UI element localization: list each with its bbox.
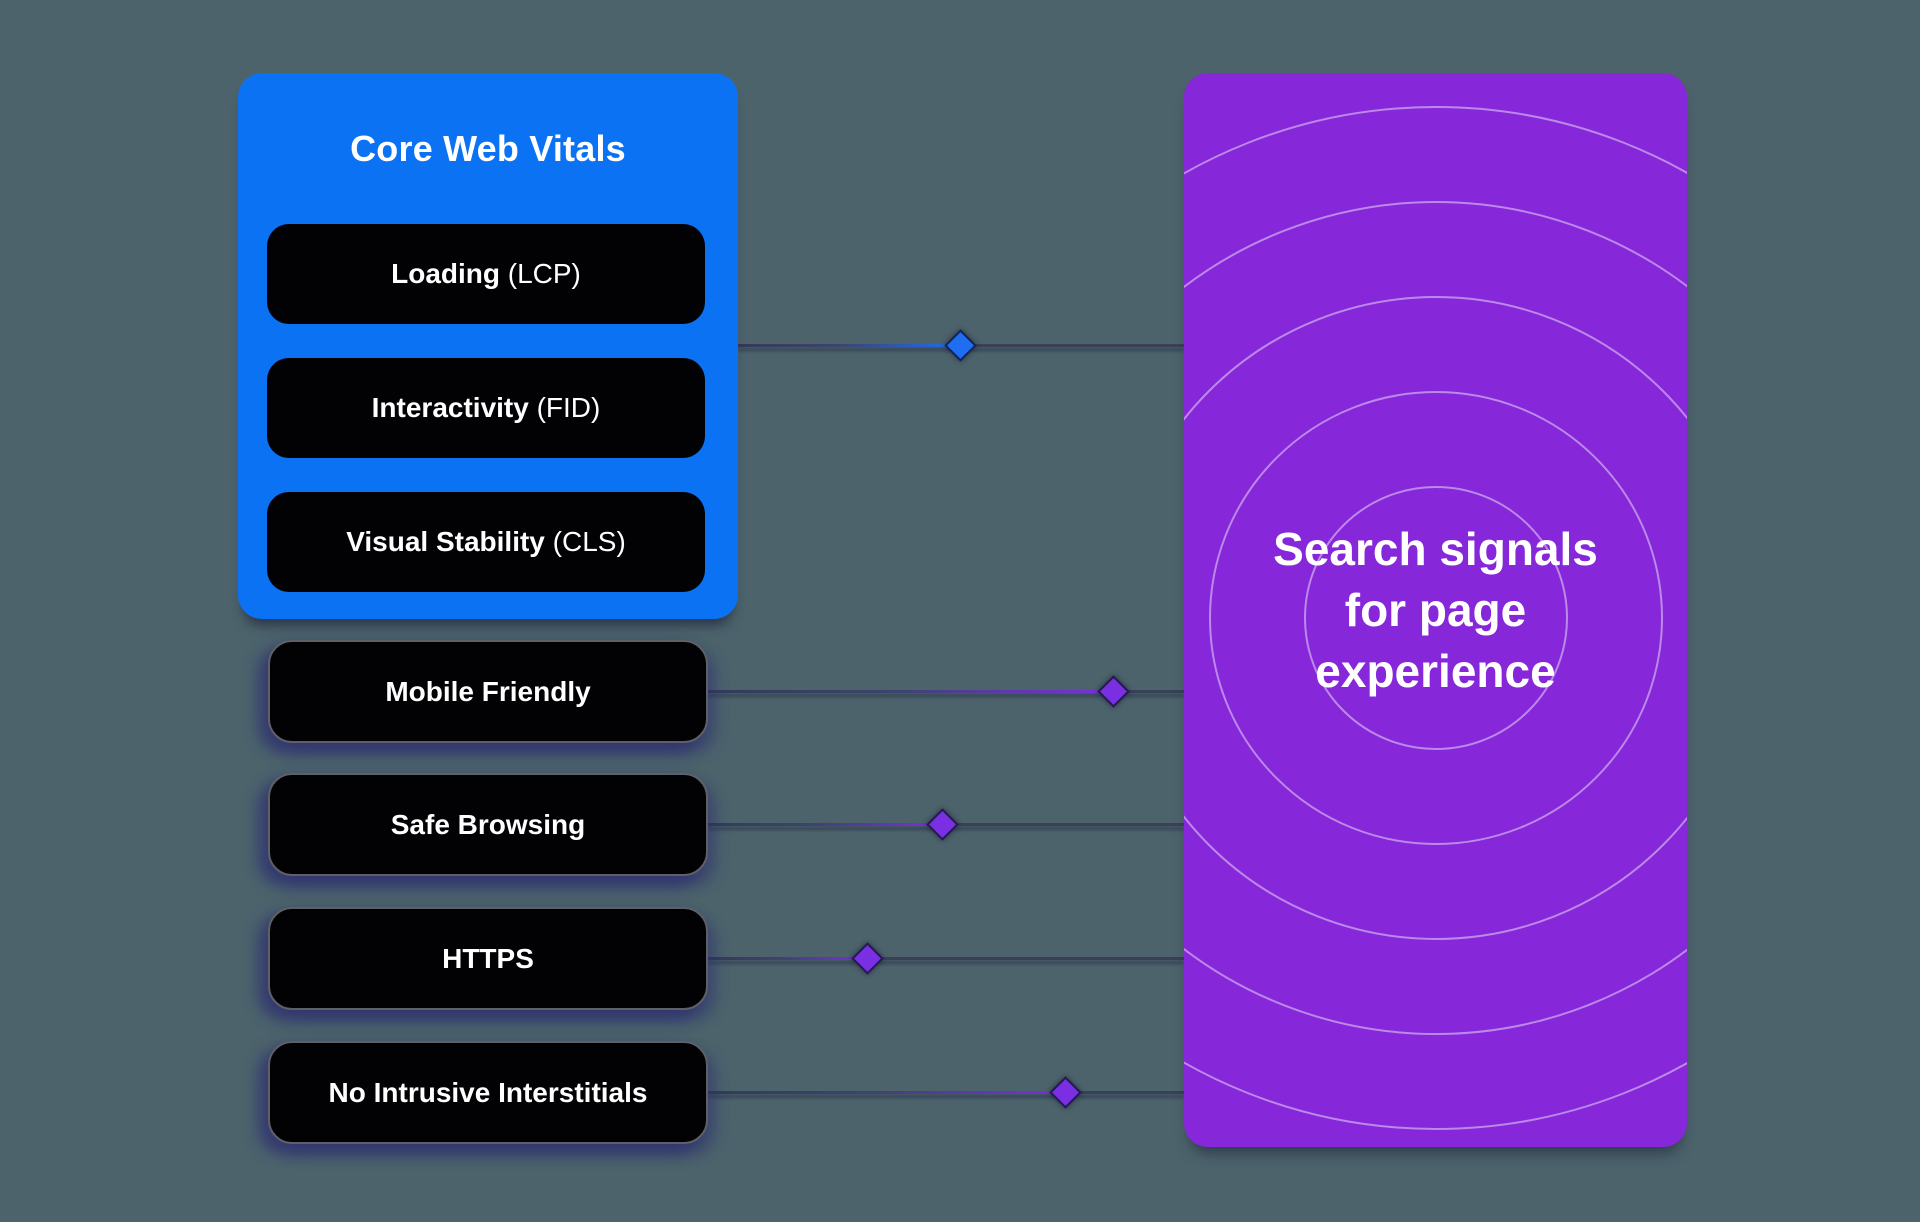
connector-line (708, 957, 867, 960)
search-signals-title: Search signals for page experience (1184, 519, 1687, 702)
connector-line (867, 957, 1184, 960)
connector-line (708, 1091, 1065, 1094)
pill-https: HTTPS (268, 907, 708, 1010)
connector-https (708, 942, 1184, 975)
connector-line (942, 823, 1184, 826)
connector-line (1065, 1091, 1184, 1094)
pill-code: (FID) (528, 392, 601, 423)
diamond-icon (1097, 675, 1130, 708)
core-web-vitals-panel: Core Web Vitals Loading (LCP) Interactiv… (238, 73, 738, 619)
title-line-3: experience (1315, 645, 1556, 697)
diamond-icon (1049, 1076, 1082, 1109)
pill-safe-browsing: Safe Browsing (268, 773, 708, 876)
pill-loading-lcp: Loading (LCP) (267, 224, 705, 324)
diamond-icon (926, 808, 959, 841)
pill-interactivity-fid: Interactivity (FID) (267, 358, 705, 458)
pill-label: Visual Stability (346, 526, 545, 557)
title-line-1: Search signals (1273, 523, 1598, 575)
ripple-circle (1184, 106, 1687, 1130)
connector-no-intrusive-interstitials (708, 1076, 1184, 1109)
title-line-2: for page (1344, 584, 1527, 636)
connector-core-vitals (738, 329, 1184, 362)
connector-line (1113, 690, 1184, 693)
connector-line (708, 690, 1113, 693)
connector-mobile-friendly (708, 675, 1184, 708)
pill-mobile-friendly: Mobile Friendly (268, 640, 708, 743)
connector-safe-browsing (708, 808, 1184, 841)
pill-code: (LCP) (499, 258, 581, 289)
search-signals-panel: Search signals for page experience (1184, 73, 1687, 1147)
diamond-icon (944, 329, 977, 362)
pill-no-intrusive-interstitials: No Intrusive Interstitials (268, 1041, 708, 1144)
pill-label: Interactivity (371, 392, 529, 423)
pill-visual-stability-cls: Visual Stability (CLS) (267, 492, 705, 592)
connector-line (960, 344, 1184, 347)
pill-label: Loading (391, 258, 500, 289)
connector-line (738, 344, 960, 347)
pill-code: (CLS) (544, 526, 626, 557)
diamond-icon (851, 942, 884, 975)
connector-line (708, 823, 942, 826)
core-panel-title: Core Web Vitals (350, 127, 626, 169)
